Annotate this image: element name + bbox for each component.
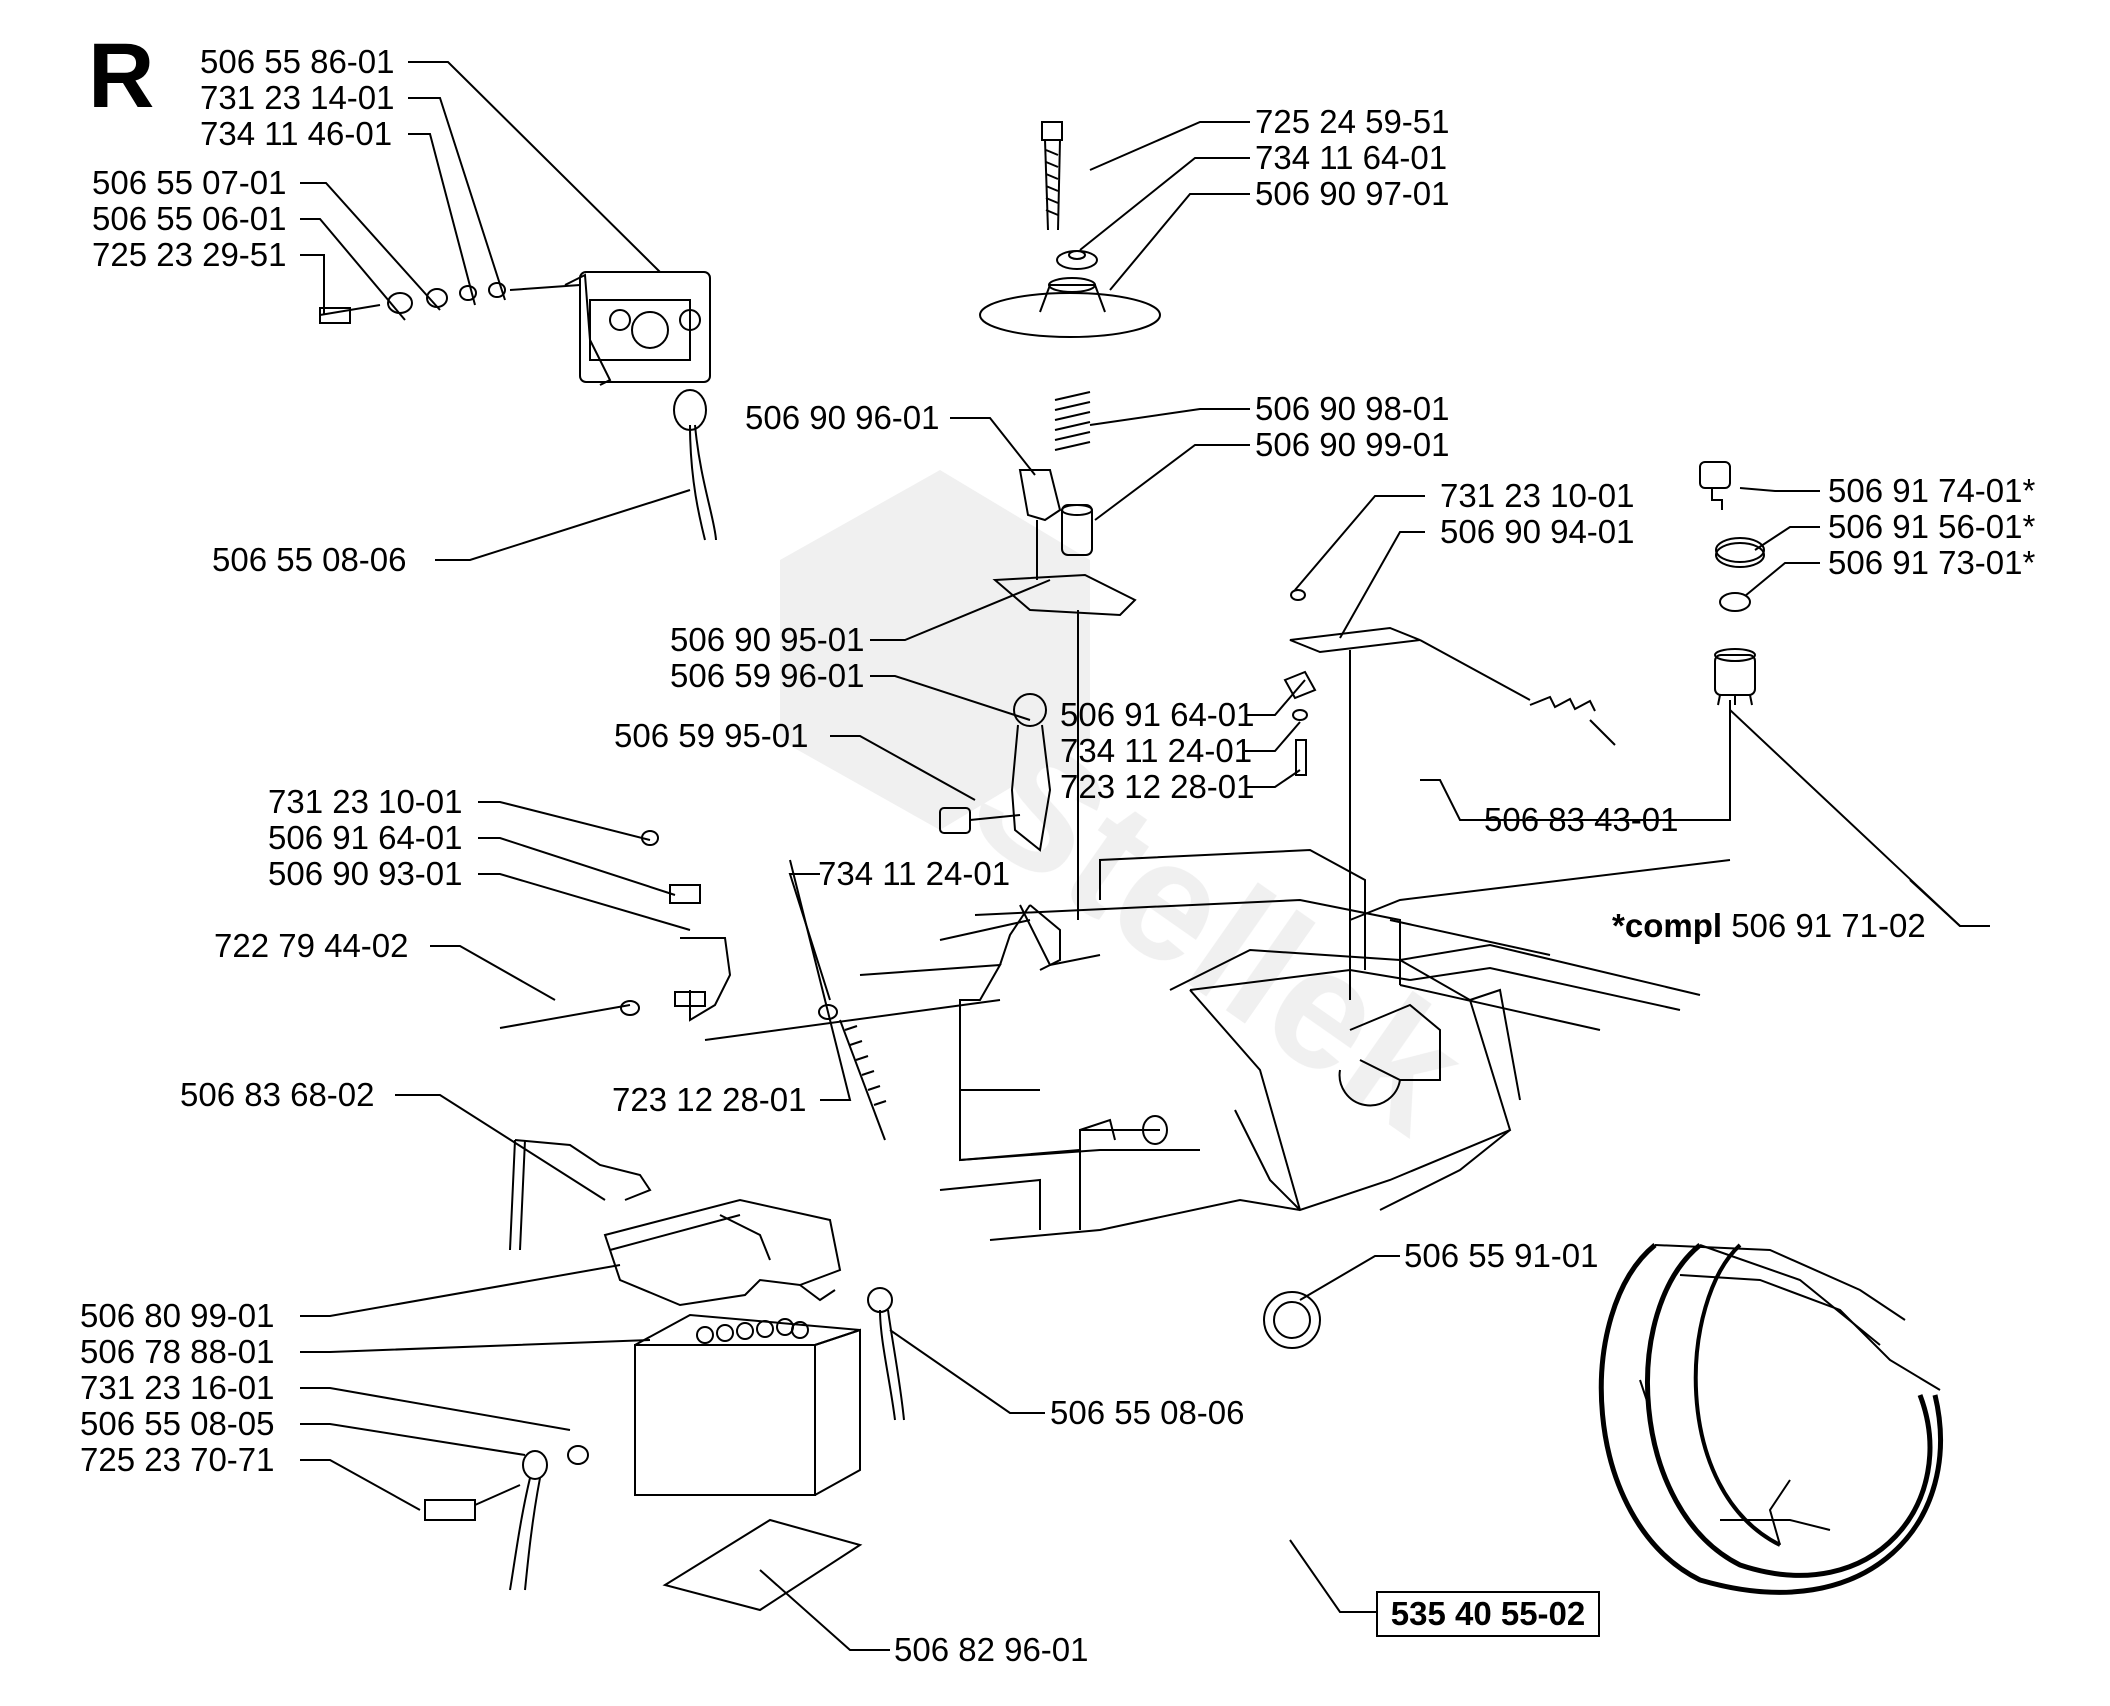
compl-number: 506 91 71-02	[1731, 907, 1926, 944]
part-label: 734 11 64-01	[1255, 139, 1448, 176]
section-letter: R	[88, 25, 155, 127]
part-label: 506 91 64-01	[1060, 696, 1255, 733]
leader-line	[1740, 488, 1820, 491]
leader-line	[300, 1340, 650, 1352]
leader-line	[1730, 700, 1990, 926]
part-label: 734 11 46-01	[200, 115, 393, 152]
part-label: 722 79 44-02	[214, 927, 409, 964]
leader-line	[1245, 770, 1300, 787]
leader-line	[408, 62, 660, 272]
leader-line	[395, 1095, 605, 1200]
leader-line	[890, 1330, 1045, 1413]
part-label: 506 59 96-01	[670, 657, 865, 694]
part-label: 725 23 29-51	[92, 236, 287, 273]
watermark-logo: Stellek	[780, 470, 1498, 1170]
leader-line	[1245, 722, 1300, 751]
leader-line	[1245, 680, 1305, 715]
leader-line	[478, 874, 690, 930]
compl-label: *compl 506 91 71-02	[1612, 908, 1926, 944]
part-label: 731 23 10-01	[268, 783, 463, 820]
leader-line	[300, 1388, 570, 1430]
safety-switch-parts	[500, 831, 1000, 1140]
part-label: 506 90 93-01	[268, 855, 463, 892]
leader-line	[1080, 158, 1250, 250]
leader-line	[300, 1424, 525, 1455]
leader-line	[760, 1570, 890, 1650]
leader-line	[1295, 496, 1425, 590]
part-label: 506 80 99-01	[80, 1297, 275, 1334]
throttle-lever	[940, 694, 1050, 850]
leader-line	[430, 946, 555, 1000]
part-label: 731 23 14-01	[200, 79, 395, 116]
part-label: 506 55 91-01	[1404, 1237, 1599, 1274]
leader-line	[300, 1460, 420, 1510]
part-label: 506 90 98-01	[1255, 390, 1450, 427]
part-label: 723 12 28-01	[1060, 768, 1255, 805]
leader-line	[435, 490, 690, 560]
shaft-assembly	[980, 122, 1160, 920]
part-label: 506 83 68-02	[180, 1076, 375, 1113]
part-label: 506 90 94-01	[1440, 513, 1635, 550]
leader-line	[1300, 1256, 1400, 1300]
leader-line	[830, 736, 975, 800]
leader-line	[1095, 445, 1250, 520]
part-label: 725 23 70-71	[80, 1441, 275, 1478]
leader-line	[408, 134, 475, 305]
leader-line	[870, 676, 1030, 720]
ignition-switch	[1700, 462, 1764, 705]
leader-line	[1090, 409, 1250, 425]
part-label: 506 55 08-05	[80, 1405, 275, 1442]
leader-line	[1910, 880, 1990, 926]
leader-line	[1745, 563, 1820, 596]
switch-bracket	[1285, 590, 1615, 1000]
part-label: 723 12 28-01	[612, 1081, 807, 1118]
leader-line	[1755, 527, 1820, 550]
part-label: 506 78 88-01	[80, 1333, 275, 1370]
part-label: 506 55 86-01	[200, 43, 395, 80]
leader-line	[790, 860, 850, 1100]
leader-line	[950, 418, 1035, 475]
part-label: 506 83 43-01	[1484, 801, 1679, 838]
leader-line	[1340, 532, 1425, 638]
solenoid-assembly	[320, 272, 716, 540]
wiring-harness[interactable]	[1601, 1245, 1940, 1592]
part-label: 506 90 99-01	[1255, 426, 1450, 463]
leader-line	[300, 183, 440, 310]
part-label: 506 90 95-01	[670, 621, 865, 658]
leader-line	[790, 874, 830, 1000]
leader-line	[1290, 1540, 1376, 1612]
part-label: 506 82 96-01	[894, 1631, 1089, 1668]
part-label: 506 55 06-01	[92, 200, 287, 237]
part-label: 506 90 97-01	[1255, 175, 1450, 212]
part-label: 731 23 10-01	[1440, 477, 1635, 514]
part-label: 506 90 96-01	[745, 399, 940, 436]
part-label: 506 55 08-06	[1050, 1394, 1245, 1431]
part-label: 506 59 95-01	[614, 717, 809, 754]
part-label: 731 23 16-01	[80, 1369, 275, 1406]
leader-line	[870, 580, 1050, 640]
part-label: 506 91 74-01*	[1828, 472, 2036, 509]
part-label: 725 24 59-51	[1255, 103, 1450, 140]
part-label: 506 55 07-01	[92, 164, 287, 201]
battery-assembly	[425, 1140, 1320, 1610]
leader-line	[300, 255, 324, 315]
part-label: 506 55 08-06	[212, 541, 407, 578]
leader-line	[1110, 194, 1250, 290]
leader-line	[300, 219, 405, 320]
part-label: 506 91 73-01*	[1828, 544, 2036, 581]
part-label: 506 91 56-01*	[1828, 508, 2036, 545]
leader-line	[1420, 780, 1478, 820]
part-label: 506 91 64-01	[268, 819, 463, 856]
part-label: 734 11 24-01	[818, 855, 1011, 892]
leader-line	[478, 838, 675, 895]
leader-line	[1090, 122, 1250, 170]
leader-line	[408, 98, 505, 300]
part-label: 734 11 24-01	[1060, 732, 1253, 769]
compl-prefix: *compl	[1612, 907, 1723, 944]
leader-line	[300, 1265, 620, 1316]
harness-part-number: 535 40 55-02	[1376, 1591, 1600, 1637]
leader-line	[478, 802, 650, 840]
